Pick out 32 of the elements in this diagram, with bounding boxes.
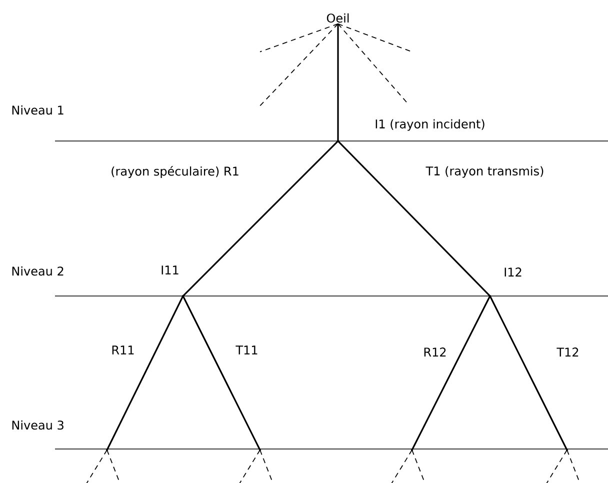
node-label: I11 <box>162 266 178 274</box>
ray-line <box>337 24 339 141</box>
ray-line <box>260 23 338 106</box>
ray-line <box>566 450 582 483</box>
edge-label: R11 <box>110 344 136 356</box>
ray-line <box>337 140 491 297</box>
ray-line <box>84 450 108 483</box>
node-label: Oeil <box>326 13 349 23</box>
ray-line <box>489 296 568 450</box>
edge-label: T1 (rayon transmis) <box>424 165 546 179</box>
node-label: I12 <box>504 268 522 276</box>
ray-line <box>106 450 122 483</box>
node-label: I1 (rayon incident) <box>376 119 484 131</box>
ray-line <box>260 23 338 52</box>
ray-line <box>106 296 184 450</box>
edge-label: R12 <box>422 346 448 358</box>
edge-label: T11 <box>234 344 260 356</box>
edge-label: (rayon spéculaire) R1 <box>110 164 240 180</box>
ray-line <box>182 296 261 450</box>
ray-line <box>411 296 491 450</box>
ray-line <box>338 23 412 52</box>
ray-line <box>412 450 426 483</box>
level-label: Niveau 3 <box>12 420 64 430</box>
ray-line <box>338 23 408 104</box>
ray-line <box>260 450 274 483</box>
ray-line <box>238 450 260 483</box>
ray-line <box>390 450 412 483</box>
edge-label: T12 <box>556 346 580 358</box>
ray-line <box>544 450 568 483</box>
level-label: Niveau 1 <box>12 105 64 115</box>
ray-line <box>182 140 339 297</box>
level-label: Niveau 2 <box>12 266 64 276</box>
